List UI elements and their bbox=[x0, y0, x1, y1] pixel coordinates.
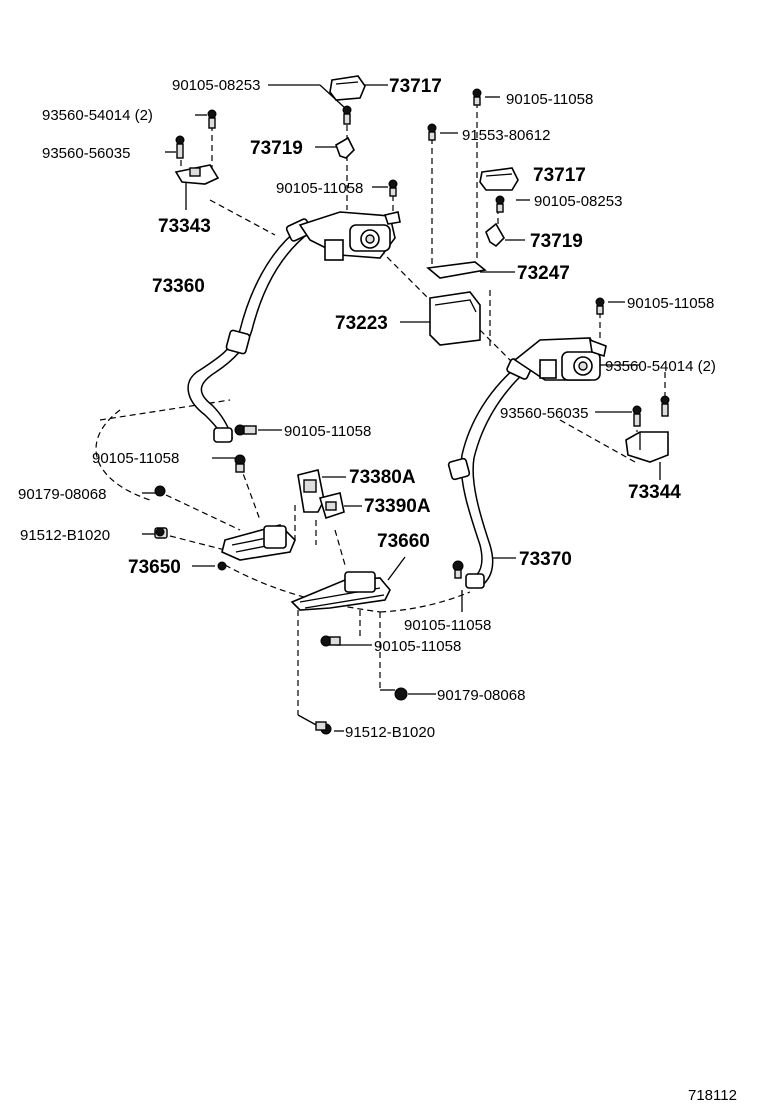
label-93560-54014-right: 93560-54014 (2) bbox=[605, 358, 716, 375]
label-91512-B1020-left: 91512-B1020 bbox=[20, 527, 110, 544]
label-90105-11058-left2: 90105-11058 bbox=[92, 450, 179, 467]
label-90105-11058-mid: 90105-11058 bbox=[284, 423, 371, 440]
label-93560-56035-right: 93560-56035 bbox=[500, 405, 588, 422]
label-90179-08068-left: 90179-08068 bbox=[18, 486, 106, 503]
top-left-parts bbox=[174, 75, 366, 185]
label-93560-54014-left: 93560-54014 (2) bbox=[42, 107, 153, 124]
figure-number: 718112 bbox=[688, 1087, 737, 1104]
label-73223: 73223 bbox=[335, 313, 388, 334]
retractor-left bbox=[298, 179, 401, 261]
label-73360: 73360 bbox=[152, 276, 205, 297]
label-91512-B1020-bottom: 91512-B1020 bbox=[345, 724, 435, 741]
seat-belt-left-73360 bbox=[187, 218, 313, 443]
buckle-assembly bbox=[154, 424, 464, 735]
label-73719-b: 73719 bbox=[530, 231, 583, 252]
label-90179-08068-bottom: 90179-08068 bbox=[437, 687, 525, 704]
label-90105-11058-left1: 90105-11058 bbox=[276, 180, 363, 197]
label-73370: 73370 bbox=[519, 549, 572, 570]
label-73247: 73247 bbox=[517, 263, 570, 284]
label-90105-11058-bottom2: 90105-11058 bbox=[374, 638, 461, 655]
label-73717-b: 73717 bbox=[533, 165, 586, 186]
leader-lines bbox=[95, 84, 666, 732]
label-93560-56035-left: 93560-56035 bbox=[42, 145, 130, 162]
part-labels: 90105-08253 73717 90105-11058 93560-5401… bbox=[18, 76, 737, 1104]
top-right-parts bbox=[426, 88, 519, 346]
label-90105-11058-top: 90105-11058 bbox=[506, 91, 593, 108]
retractor-right bbox=[513, 297, 670, 463]
label-73717-a: 73717 bbox=[389, 76, 442, 97]
label-91553-80612: 91553-80612 bbox=[462, 127, 550, 144]
label-73660: 73660 bbox=[377, 531, 430, 552]
label-90105-11058-bottom1: 90105-11058 bbox=[404, 617, 491, 634]
label-73719-a: 73719 bbox=[250, 138, 303, 159]
label-73343: 73343 bbox=[158, 216, 211, 237]
label-73344: 73344 bbox=[628, 482, 681, 503]
label-73650: 73650 bbox=[128, 557, 181, 578]
label-73390A: 73390A bbox=[364, 496, 431, 517]
label-90105-08253-b: 90105-08253 bbox=[534, 193, 622, 210]
label-73380A: 73380A bbox=[349, 467, 416, 488]
label-90105-11058-right: 90105-11058 bbox=[627, 295, 714, 312]
label-90105-08253-a: 90105-08253 bbox=[172, 77, 260, 94]
